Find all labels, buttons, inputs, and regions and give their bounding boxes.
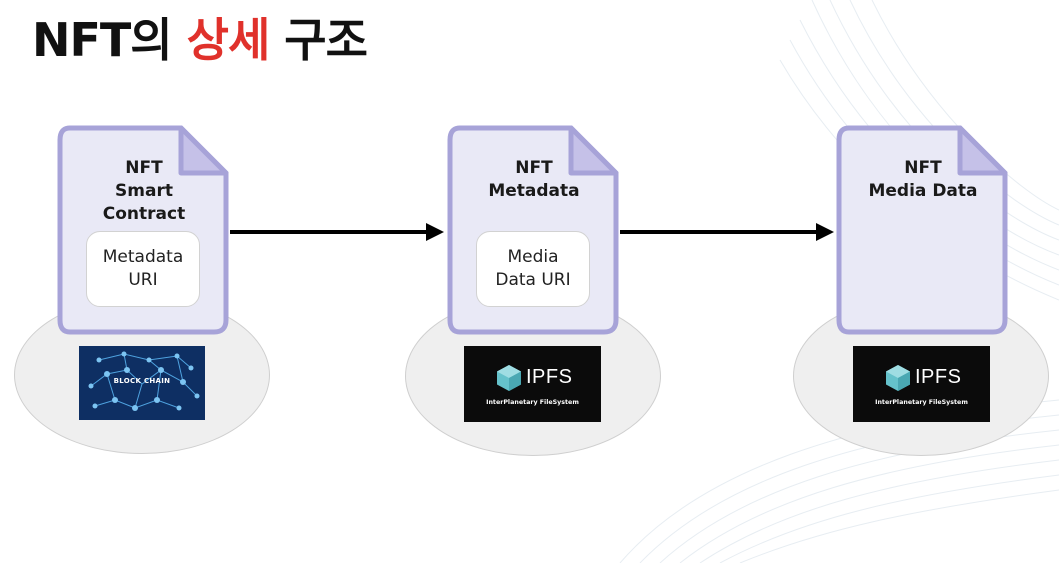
blockchain-label: BLOCK CHAIN (113, 377, 171, 385)
arrow-2 (620, 223, 834, 241)
node-title-metadata: NFT Metadata (488, 158, 580, 201)
title-part-2: 구조 (269, 13, 368, 67)
ipfs-name: IPFS (526, 366, 573, 388)
title-part-1: NFT의 (32, 13, 187, 67)
ipfs-subtitle: InterPlanetary FileSystem (875, 399, 968, 406)
ipfs-name: IPFS (915, 366, 962, 388)
arrow-1 (230, 223, 444, 241)
document-icon-media-data (836, 125, 1008, 335)
ipfs-cube-icon (497, 365, 521, 391)
ipfs-cube-icon (886, 365, 910, 391)
ipfs-logo-1: IPFS InterPlanetary FileSystem (464, 346, 601, 422)
blockchain-logo: BLOCK CHAIN (79, 346, 205, 420)
page-title: NFT의 상세 구조 (32, 4, 368, 70)
title-accent: 상세 (186, 13, 271, 67)
ipfs-logo-2: IPFS InterPlanetary FileSystem (853, 346, 990, 422)
media-data-uri-box: Media Data URI (476, 231, 590, 307)
metadata-uri-box: Metadata URI (86, 231, 200, 307)
ipfs-subtitle: InterPlanetary FileSystem (486, 399, 579, 406)
node-title-media-data: NFT Media Data (868, 158, 978, 201)
node-title-smart-contract: NFT Smart Contract (102, 158, 186, 224)
blockchain-network-icon (88, 351, 200, 411)
